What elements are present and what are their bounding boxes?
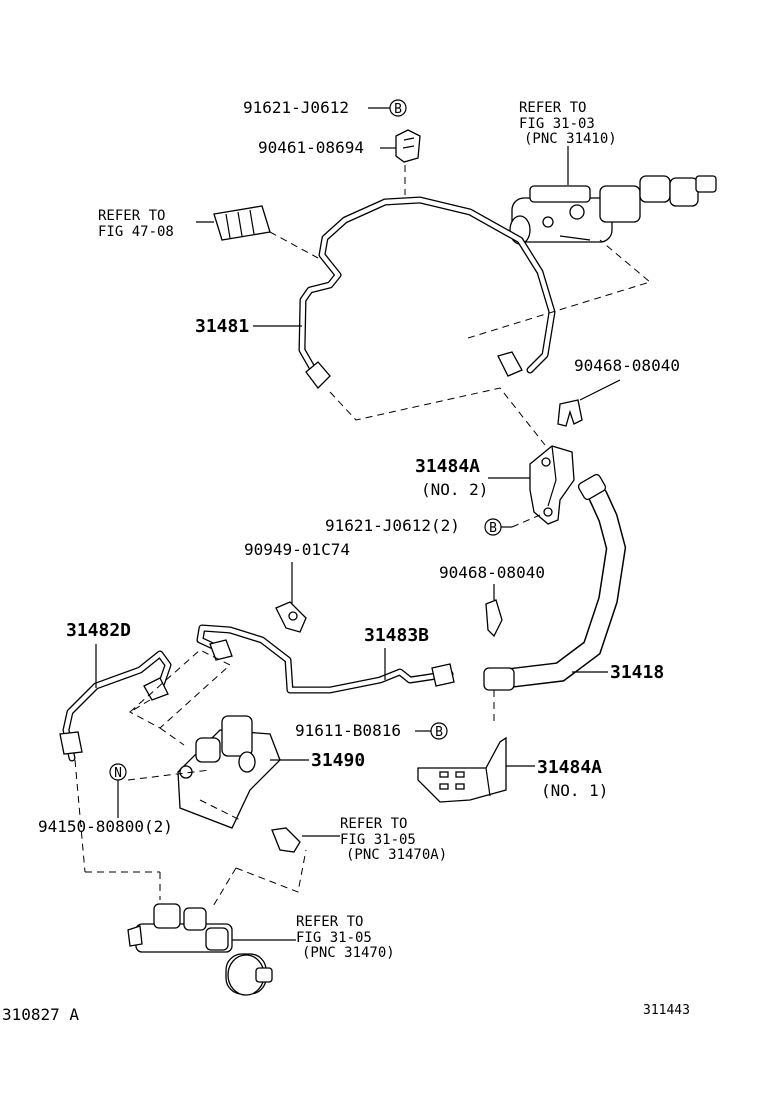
- refer-text-31-03-line3: (PNC 31410): [524, 131, 617, 147]
- part-label-31483b: 31483B: [364, 625, 429, 646]
- footer-diagram-code: 310827 A: [2, 1005, 79, 1024]
- clamp-90461-icon: [395, 129, 421, 163]
- marker-b-lower: B: [430, 722, 448, 740]
- part-label-31484a-no1: 31484A: [537, 757, 602, 778]
- svg-text:N: N: [114, 766, 122, 781]
- svg-text:B: B: [489, 521, 497, 536]
- part-label-90461-08694: 90461-08694: [258, 138, 364, 157]
- part-label-91621-j0612-top: 91621-J0612: [243, 98, 349, 117]
- flexible-hose-31418: [483, 474, 627, 691]
- bleeder-plug-icon: [271, 827, 301, 853]
- bracket-31484a-no2-icon: [529, 445, 575, 525]
- refer-text-31-05a-line1: REFER TO: [340, 816, 407, 832]
- marker-n: N: [109, 763, 127, 781]
- footer-reference-number: 311443: [643, 1003, 690, 1018]
- clip-90468-lower-icon: [485, 599, 503, 638]
- marker-b-top: B: [389, 99, 407, 117]
- clip-90949-icon: [275, 601, 307, 633]
- svg-text:B: B: [394, 102, 402, 117]
- part-label-31418: 31418: [610, 662, 664, 683]
- refer-text-31-03-line1: REFER TO: [519, 100, 586, 116]
- refer-text-31-05-line3: (PNC 31470): [302, 945, 395, 961]
- clutch-pipe-31481: [298, 196, 556, 389]
- clutch-master-cylinder-icon: [509, 175, 717, 245]
- svg-text:B: B: [435, 725, 443, 740]
- part-label-90468-08040-upper: 90468-08040: [574, 356, 680, 375]
- refer-text-47-08-line1: REFER TO: [98, 208, 165, 224]
- part-label-94150-80800: 94150-80800(2): [38, 817, 173, 836]
- part-label-31484a-no2: 31484A: [415, 456, 480, 477]
- refer-text-31-05-line1: REFER TO: [296, 914, 363, 930]
- pipe-clamp-47-08-icon: [213, 205, 271, 241]
- part-label-no1: (NO. 1): [541, 781, 608, 800]
- part-label-90468-08040-lower: 90468-08040: [439, 563, 545, 582]
- refer-text-31-03-line2: FIG 31-03: [519, 116, 595, 132]
- accumulator-valve-31490-icon: [177, 715, 281, 829]
- refer-text-31-05a-line2: FIG 31-05: [340, 832, 416, 848]
- part-label-31490: 31490: [311, 750, 365, 771]
- part-label-no2: (NO. 2): [421, 480, 488, 499]
- clip-90468-upper-icon: [557, 399, 583, 427]
- part-label-90949-01c74: 90949-01C74: [244, 540, 350, 559]
- clutch-release-cylinder-icon: [127, 903, 273, 996]
- refer-text-31-05a-line3: (PNC 31470A): [346, 847, 447, 863]
- clutch-pipe-31482d: [59, 650, 172, 762]
- part-label-31482d: 31482D: [66, 620, 131, 641]
- refer-text-47-08-line2: FIG 47-08: [98, 224, 174, 240]
- clutch-pipe-31483b: [196, 624, 455, 694]
- bracket-31484a-no1-icon: [417, 736, 507, 803]
- refer-text-31-05-line2: FIG 31-05: [296, 930, 372, 946]
- part-label-31481: 31481: [195, 316, 249, 337]
- marker-b-mid: B: [484, 518, 502, 536]
- part-label-91621-j0612-2: 91621-J0612(2): [325, 516, 460, 535]
- part-label-91611-b0816: 91611-B0816: [295, 721, 401, 740]
